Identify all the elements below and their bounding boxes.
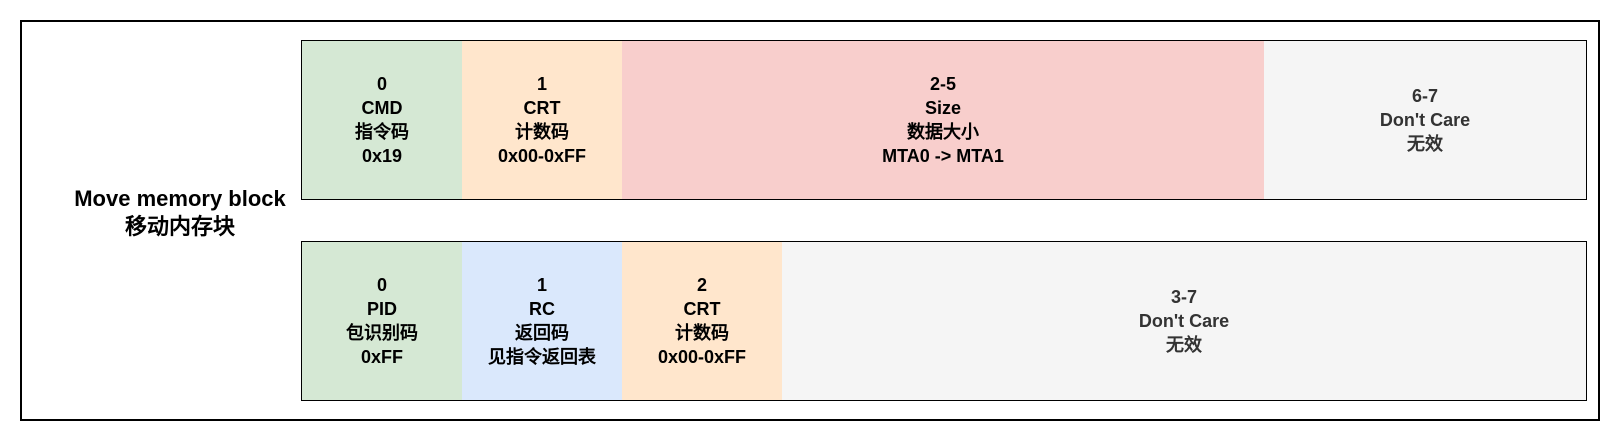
cmd-byte-1-cell: 1 CRT 计数码 0x00-0xFF — [462, 41, 622, 199]
cmd-byte-0-cell: 0 CMD 指令码 0x19 — [302, 41, 462, 199]
field-name: Don't Care — [1379, 110, 1471, 130]
diagram-frame — [20, 20, 1600, 421]
resp-byte-0-cell: 0 PID 包识别码 0xFF — [302, 242, 462, 400]
cmd-byte-6-7-cell: 6-7 Don't Care 无效 — [1264, 41, 1586, 199]
resp-byte-1-cell: 1 RC 返回码 见指令返回表 — [462, 242, 622, 400]
byte-index: 0 — [376, 275, 387, 295]
field-name-zh: 无效 — [1166, 335, 1202, 355]
byte-index: 3-7 — [1170, 287, 1197, 307]
field-name-zh: 计数码 — [675, 323, 729, 343]
byte-index: 6-7 — [1411, 86, 1438, 106]
byte-index: 2 — [696, 275, 707, 295]
field-name: Size — [924, 98, 962, 118]
field-name: CMD — [361, 98, 403, 118]
title-line-zh: 移动内存块 — [124, 214, 235, 239]
field-name-zh: 包识别码 — [346, 323, 418, 343]
response-packet-row: 0 PID 包识别码 0xFF 1 RC 返回码 见指令返回表 2 CRT 计数… — [301, 241, 1587, 401]
byte-index: 1 — [536, 275, 547, 295]
resp-byte-2-cell: 2 CRT 计数码 0x00-0xFF — [622, 242, 782, 400]
field-name: CRT — [683, 299, 721, 319]
field-name-zh: 计数码 — [515, 122, 569, 142]
resp-byte-3-7-cell: 3-7 Don't Care 无效 — [782, 242, 1586, 400]
cmd-byte-2-5-cell: 2-5 Size 数据大小 MTA0 -> MTA1 — [622, 41, 1264, 199]
field-name: CRT — [523, 98, 561, 118]
field-name-zh: 返回码 — [515, 323, 569, 343]
field-name-zh: 数据大小 — [907, 122, 979, 142]
field-name-zh: 指令码 — [355, 122, 409, 142]
title-line-en: Move memory block — [74, 186, 286, 211]
diagram-title: Move memory block 移动内存块 — [55, 185, 305, 241]
byte-index: 2-5 — [929, 74, 956, 94]
byte-index: 1 — [536, 74, 547, 94]
field-name-zh: 无效 — [1407, 134, 1443, 154]
command-packet-row: 0 CMD 指令码 0x19 1 CRT 计数码 0x00-0xFF 2-5 S… — [301, 40, 1587, 200]
field-value: MTA0 -> MTA1 — [882, 146, 1004, 166]
field-value: 见指令返回表 — [488, 347, 596, 367]
field-value: 0x00-0xFF — [657, 347, 747, 367]
field-name: RC — [529, 299, 555, 319]
byte-index: 0 — [376, 74, 387, 94]
field-value: 0xFF — [360, 347, 403, 367]
field-name: Don't Care — [1138, 311, 1230, 331]
field-name: PID — [366, 299, 397, 319]
field-value: 0x19 — [361, 146, 403, 166]
field-value: 0x00-0xFF — [497, 146, 587, 166]
